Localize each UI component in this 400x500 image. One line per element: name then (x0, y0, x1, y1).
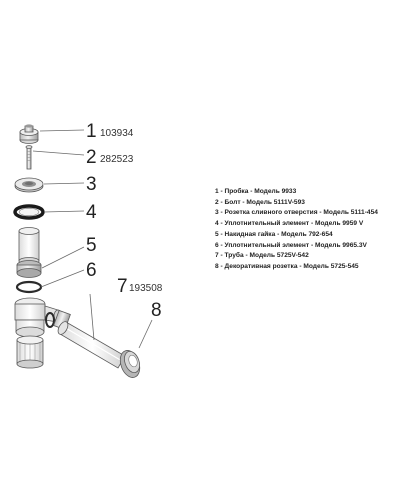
callout-1-code: 103934 (100, 128, 134, 139)
part-6-seal-element (15, 280, 43, 294)
part-4-seal-ring (13, 204, 45, 220)
legend-item-1: 1 - Пробка - Модель 9933 (215, 188, 297, 195)
callout-1-number: 1 (86, 121, 97, 142)
callout-2-number: 2 (86, 147, 97, 168)
legend-item-3: 3 - Розетка сливного отверстия - Модель … (215, 209, 378, 217)
callout-4-number: 4 (86, 202, 97, 223)
part-2-bolt (25, 145, 33, 170)
part-3-drain-rosette (14, 177, 44, 193)
part-7-pipe (57, 321, 126, 369)
callout-7-code: 193508 (129, 283, 163, 294)
callout-8-number: 8 (151, 300, 162, 321)
callout-2-code: 282523 (100, 154, 134, 165)
part-1-stopper (19, 124, 39, 144)
callout-3-number: 3 (86, 174, 97, 195)
legend-item-7: 7 - Труба - Модель 5725V-542 (215, 252, 309, 260)
legend-item-5: 5 - Накидная гайка - Модель 792-654 (215, 230, 333, 238)
bottle-trap-body (14, 297, 63, 369)
parts-legend: 1 - Пробка - Модель 9933 2 - Болт - Моде… (215, 187, 397, 273)
leader-lines (32, 129, 153, 349)
callout-6-number: 6 (86, 260, 97, 281)
part-5-union-nut (16, 227, 42, 278)
callout-7-number: 7 (117, 276, 128, 297)
part-8-decorative-rosette (119, 350, 141, 378)
legend-item-8: 8 - Декоративная розетка - Модель 5725-5… (215, 262, 359, 270)
legend-item-2: 2 - Болт - Модель 5111V-593 (215, 198, 305, 206)
legend-item-6: 6 - Уплотнительный элемент - Модель 9965… (215, 241, 367, 249)
legend-item-4: 4 - Уплотнительный элемент - Модель 9959… (215, 220, 364, 228)
callout-5-number: 5 (86, 235, 97, 256)
